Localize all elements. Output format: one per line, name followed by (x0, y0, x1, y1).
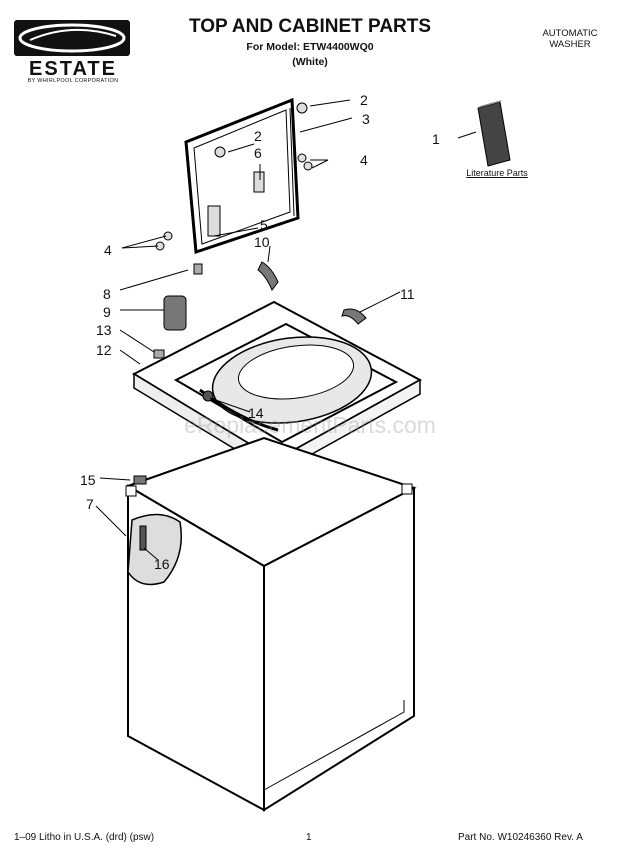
model-line: For Model: ETW4400WQ0 (246, 41, 374, 53)
appliance-type: AUTOMATIC WASHER (520, 28, 620, 50)
literature-label: Literature Parts (466, 168, 528, 178)
page-title: TOP AND CABINET PARTS (188, 16, 432, 37)
callout-2a: 2 (360, 92, 368, 108)
callout-1: 1 (432, 131, 440, 147)
callout-16: 16 (154, 556, 170, 572)
leader-lines (95, 99, 477, 561)
callout-5: 5 (260, 217, 268, 233)
callout-4a: 4 (360, 152, 368, 168)
literature-booklet (477, 100, 511, 167)
appliance-type-line1: AUTOMATIC (542, 28, 598, 39)
brand-logo (14, 20, 130, 56)
callout-10: 10 (254, 234, 270, 250)
clip-part (133, 475, 147, 485)
callout-3: 3 (362, 111, 370, 127)
watermark: eReplacementParts.com (184, 412, 436, 438)
callout-4b: 4 (104, 242, 112, 258)
color-line: (White) (292, 56, 328, 68)
cabinet-detail-inset (127, 513, 183, 586)
callout-15: 15 (80, 472, 96, 488)
callout-2b: 2 (254, 128, 262, 144)
footer-part-number: Part No. W10246360 Rev. A (458, 832, 583, 843)
callout-8: 8 (103, 286, 111, 302)
appliance-type-line2: WASHER (549, 39, 591, 50)
footer-page-number: 1 (306, 832, 312, 843)
cabinet (125, 436, 417, 812)
lid-frame (184, 97, 300, 255)
brand-name: ESTATE (29, 58, 117, 80)
brand-subtitle: BY WHIRLPOOL CORPORATION (27, 78, 119, 84)
callout-6: 6 (254, 145, 262, 161)
callout-14: 14 (248, 405, 264, 421)
footer-litho: 1–09 Litho in U.S.A. (drd) (psw) (14, 832, 155, 843)
callout-7: 7 (86, 496, 94, 512)
callout-11: 11 (400, 286, 415, 302)
callout-9: 9 (103, 304, 111, 320)
callout-13: 13 (96, 322, 112, 338)
callout-12: 12 (96, 342, 112, 358)
